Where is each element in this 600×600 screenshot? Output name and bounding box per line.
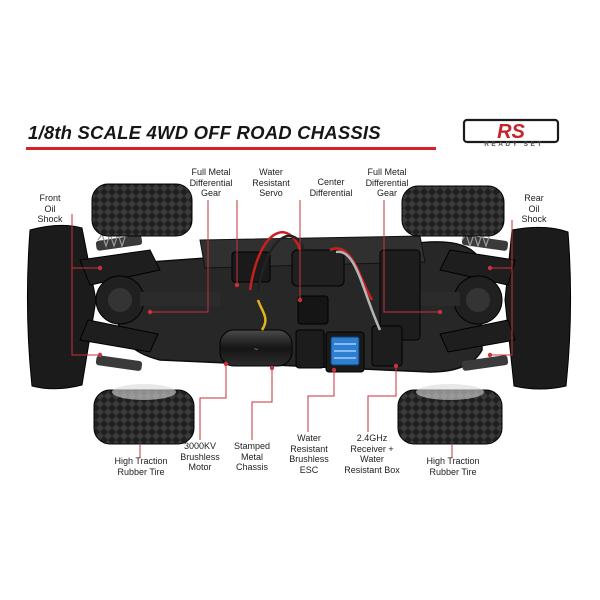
label-rear-diff-gear: Full Metal Differential Gear bbox=[365, 167, 409, 198]
front-oil-shock-pair bbox=[95, 232, 143, 371]
leader-chassis bbox=[251, 368, 273, 440]
motor-mount bbox=[295, 329, 325, 369]
center-diff-mount bbox=[297, 295, 329, 325]
receiver-box bbox=[371, 325, 403, 367]
leader-rear-oil-shock bbox=[490, 220, 513, 356]
front-bumper bbox=[26, 224, 97, 390]
label-front-tire: High Traction Rubber Tire bbox=[114, 456, 168, 477]
label-center-diff: Center Differential bbox=[309, 177, 353, 198]
leader-rear-diff bbox=[383, 200, 440, 313]
front-upper-arm bbox=[79, 249, 161, 286]
brushless-motor: ~ bbox=[219, 329, 293, 367]
svg-text:~: ~ bbox=[254, 345, 259, 354]
leader-esc bbox=[307, 370, 335, 432]
label-rear-oil-shock: Rear Oil Shock bbox=[521, 193, 547, 224]
rear-bumper bbox=[504, 226, 572, 390]
rear-right-tire bbox=[397, 384, 503, 445]
rear-left-tire bbox=[401, 185, 505, 237]
label-receiver: 2.4GHz Receiver + Water Resistant Box bbox=[344, 433, 400, 475]
leader-front-oil-shock bbox=[71, 214, 100, 356]
leader-receiver bbox=[367, 366, 397, 432]
leader-front-diff bbox=[150, 200, 209, 313]
center-diff-body bbox=[291, 249, 345, 287]
label-servo: Water Resistant Servo bbox=[252, 167, 290, 198]
leader-lines bbox=[71, 200, 513, 458]
leader-motor bbox=[199, 364, 227, 440]
label-motor: 3000KV Brushless Motor bbox=[180, 441, 220, 472]
wiring bbox=[248, 231, 382, 331]
front-left-tire bbox=[91, 183, 193, 237]
label-front-oil-shock: Front Oil Shock bbox=[37, 193, 63, 224]
rear-lower-arm bbox=[439, 319, 516, 353]
label-front-diff-gear: Full Metal Differential Gear bbox=[189, 167, 233, 198]
label-rear-tire: High Traction Rubber Tire bbox=[426, 456, 480, 477]
leader-dots bbox=[97, 265, 493, 373]
label-esc: Water Resistant Brushless ESC bbox=[289, 433, 329, 475]
rs-logo: RS bbox=[462, 118, 560, 144]
esc-unit bbox=[325, 331, 365, 373]
diagram-title: 1/8th SCALE 4WD OFF ROAD CHASSIS bbox=[28, 122, 381, 143]
front-diff-housing bbox=[95, 275, 220, 325]
rear-upper-arm bbox=[439, 249, 516, 286]
front-right-tire bbox=[93, 384, 195, 445]
front-lower-arm bbox=[79, 319, 159, 353]
logo-subtitle: READY SET bbox=[484, 141, 544, 148]
title-underline bbox=[26, 147, 436, 150]
logo-mark: RS bbox=[497, 121, 525, 143]
label-chassis: Stamped Metal Chassis bbox=[233, 441, 271, 472]
